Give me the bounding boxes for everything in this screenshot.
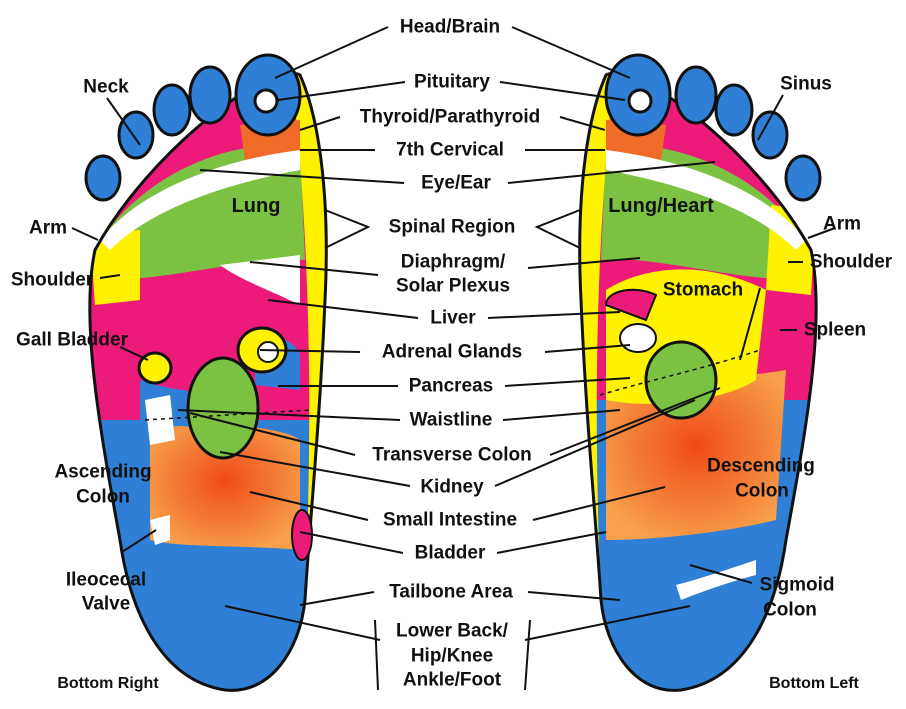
label-ankle-foot: Ankle/Foot xyxy=(402,669,502,691)
label-lower-back: Lower Back/ xyxy=(396,620,508,642)
label-tailbone-area: Tailbone Area xyxy=(389,581,513,603)
label-small-intestine: Small Intestine xyxy=(382,509,518,531)
caption-bottom-right: Bottom Right xyxy=(57,675,159,692)
label-thyroid-parathyroid: Thyroid/Parathyroid xyxy=(359,106,541,128)
label-descending-colon: Colon xyxy=(735,480,789,502)
caption-bottom-left: Bottom Left xyxy=(769,675,859,692)
label-spleen: Spleen xyxy=(803,319,867,341)
label-lung-heart: Lung/Heart xyxy=(608,195,714,217)
label-liver: Liver xyxy=(430,307,476,329)
label-pancreas: Pancreas xyxy=(408,375,494,397)
label-kidney: Kidney xyxy=(420,476,484,498)
label-head-brain: Head/Brain xyxy=(399,16,501,38)
label-ileocecal-valve: Valve xyxy=(81,593,131,615)
label-stomach: Stomach xyxy=(662,279,744,301)
label-sinus: Sinus xyxy=(780,73,832,95)
label-transverse-colon: Transverse Colon xyxy=(372,444,532,466)
label-hip-knee: Hip/Knee xyxy=(410,645,494,667)
label-shoulder-right: Shoulder xyxy=(10,269,94,291)
label-eye-ear: Eye/Ear xyxy=(421,172,491,194)
label-waistline: Waistline xyxy=(409,409,493,431)
label-sigmoid: Sigmoid xyxy=(759,574,835,596)
label-7th-cervical: 7th Cervical xyxy=(396,139,504,161)
label-gall-bladder: Gall Bladder xyxy=(16,329,128,351)
label-arm-left: Arm xyxy=(822,213,862,235)
label-ascending-colon: Colon xyxy=(76,486,130,508)
label-ileocecal: Ileocecal xyxy=(65,569,147,591)
label-arm-right: Arm xyxy=(28,217,68,239)
label-descending: Descending xyxy=(707,455,815,477)
label-neck: Neck xyxy=(83,76,129,98)
label-pituitary: Pituitary xyxy=(413,71,491,93)
leader-lines xyxy=(71,26,836,691)
dashed-waistline xyxy=(144,349,761,421)
label-bladder: Bladder xyxy=(414,542,486,564)
label-lung: Lung xyxy=(231,195,281,217)
label-diaphragm: Diaphragm/ xyxy=(400,251,506,273)
label-spinal-region: Spinal Region xyxy=(388,216,516,238)
label-sigmoid-colon: Colon xyxy=(763,599,817,621)
label-solar-plexus: Solar Plexus xyxy=(395,275,511,297)
label-ascending: Ascending xyxy=(54,461,152,483)
label-shoulder-left: Shoulder xyxy=(809,251,893,273)
label-adrenal-glands: Adrenal Glands xyxy=(381,341,523,363)
